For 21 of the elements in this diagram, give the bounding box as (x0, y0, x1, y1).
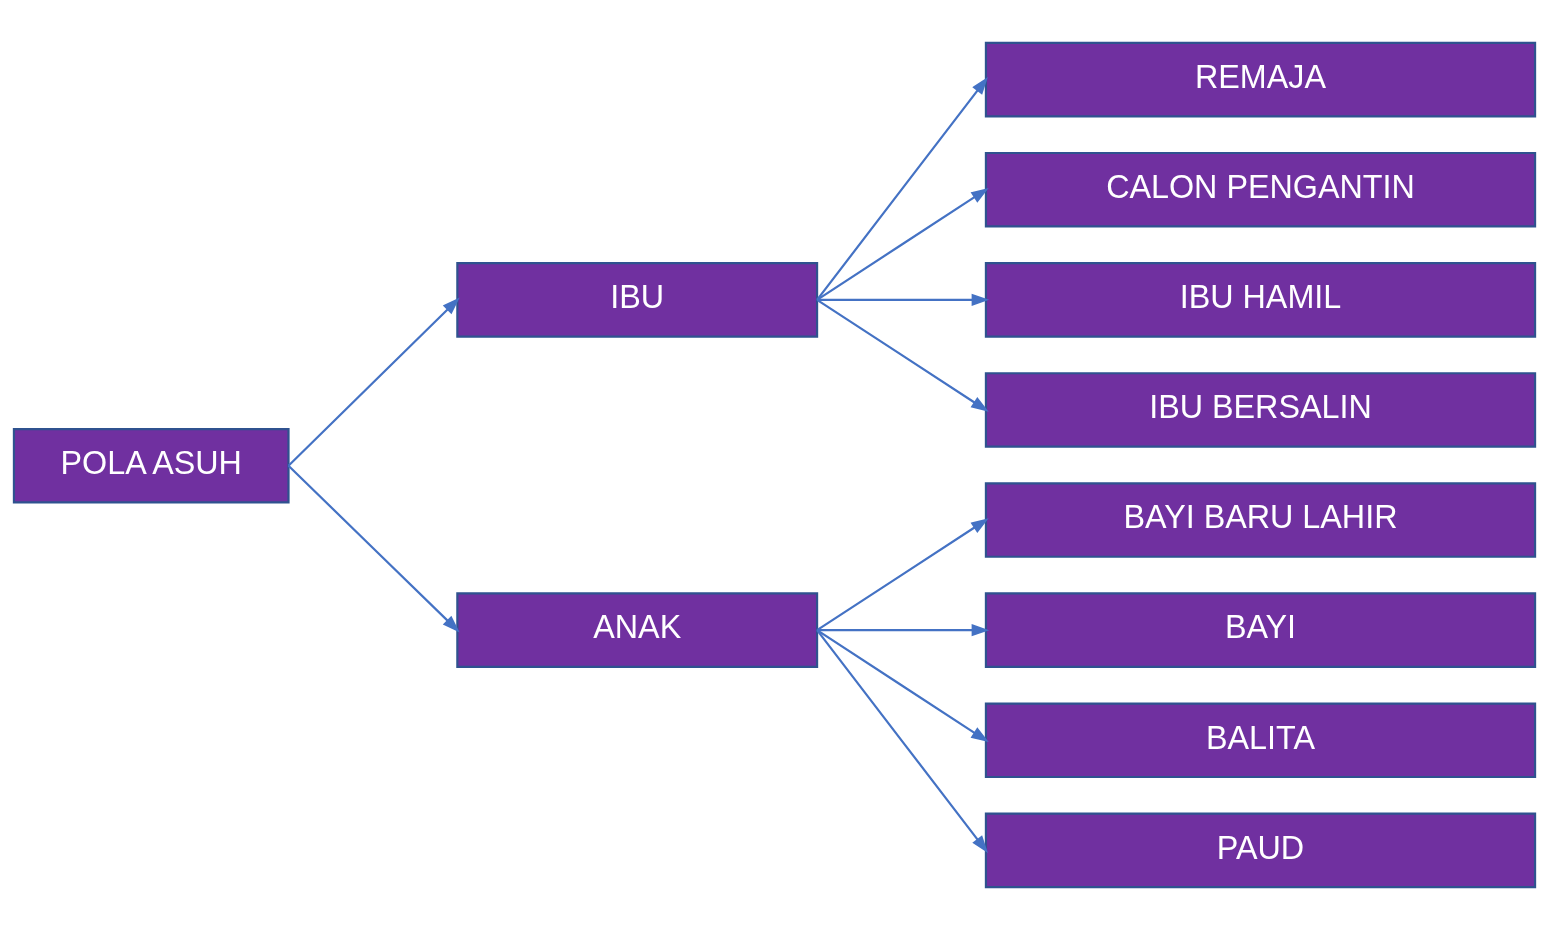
arrow (817, 293, 990, 306)
arrow (287, 297, 460, 466)
node-box: BAYI BARU LAHIR (984, 481, 1537, 558)
node-box: PAUD (984, 812, 1537, 888)
arrow (816, 628, 989, 742)
node-box: IBU (456, 261, 819, 338)
node-box: POLA ASUH (12, 427, 290, 504)
node-box: CALON PENGANTIN (984, 151, 1537, 227)
node-box: ANAK (456, 591, 819, 668)
arrow (817, 623, 990, 636)
arrow (816, 629, 988, 853)
node-box: IBU HAMIL (984, 261, 1537, 338)
node-box: IBU BERSALIN (984, 371, 1537, 448)
arrow (816, 517, 989, 631)
node-box: REMAJA (984, 41, 1537, 117)
node-box: BAYI (984, 591, 1537, 668)
arrow (287, 464, 460, 632)
arrow (816, 187, 989, 301)
node-box: BALITA (984, 702, 1537, 778)
arrow (816, 76, 988, 300)
arrow (816, 298, 989, 412)
